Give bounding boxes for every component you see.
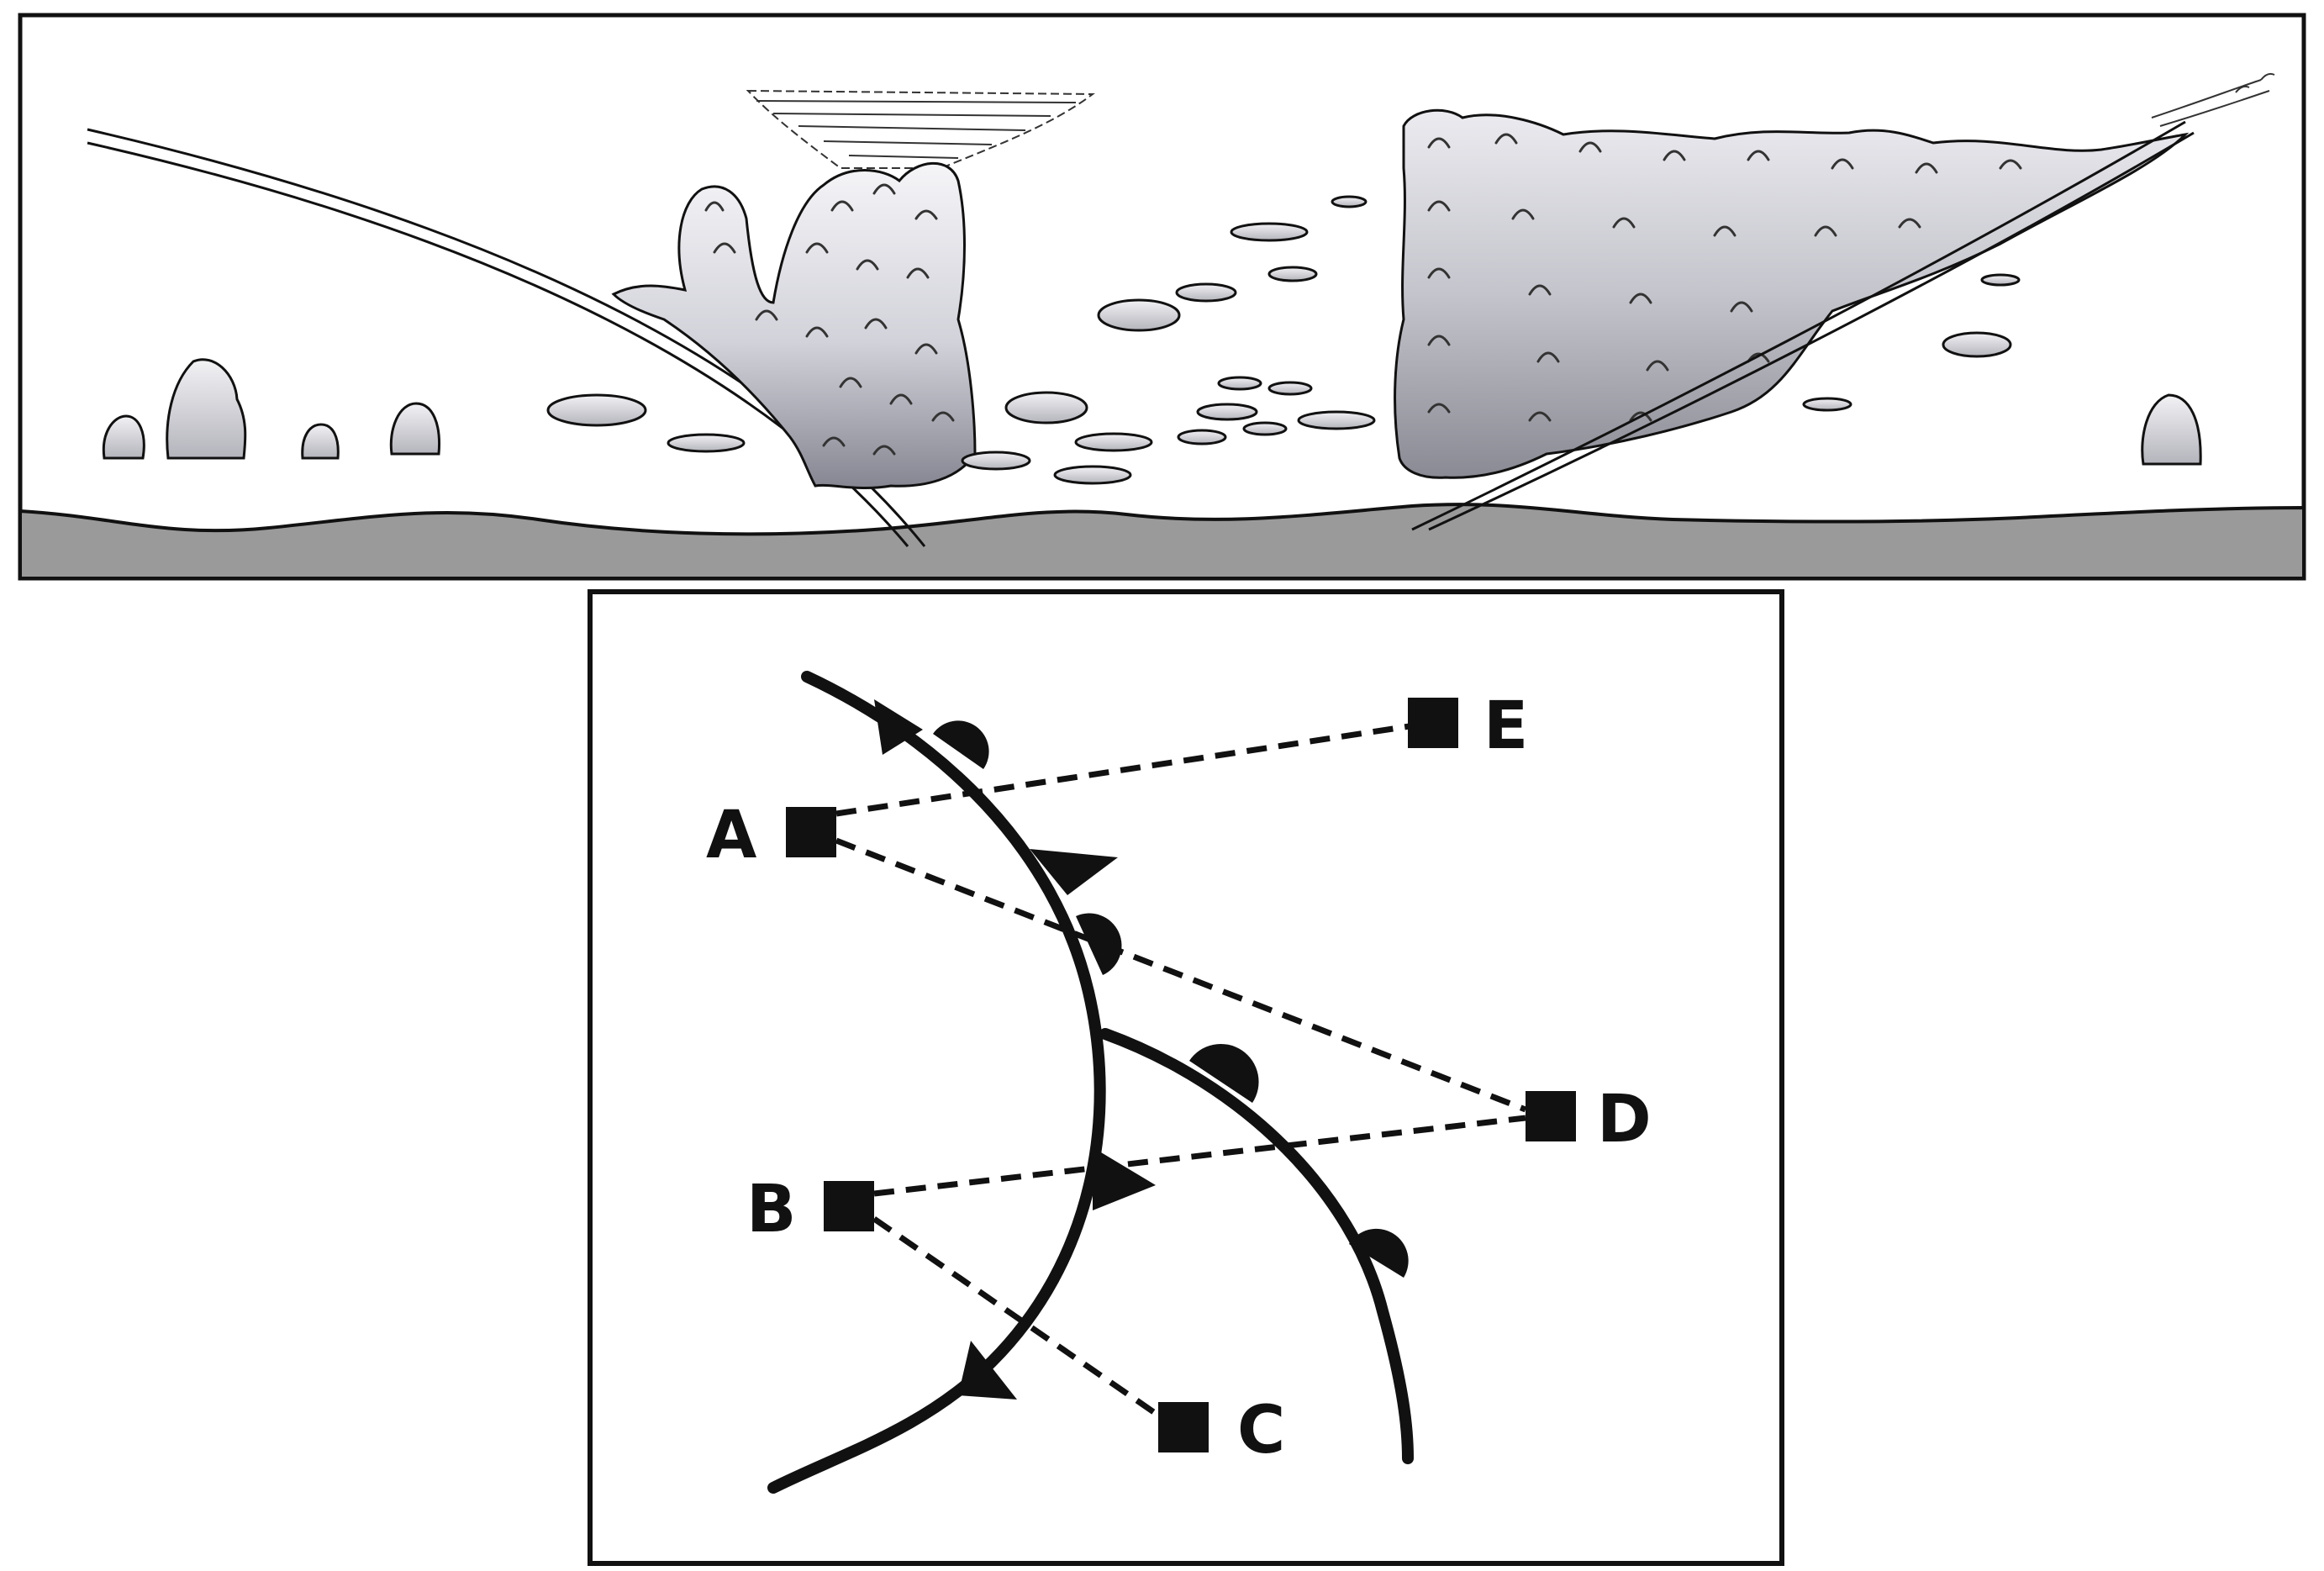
station-e-label: E [1483,688,1528,764]
station-E: E [1408,688,1528,764]
warm-front-semicircle [1076,913,1122,975]
cross-section-panel [18,13,2306,581]
station-d-marker [1526,1091,1576,1141]
path-a-d [835,837,1527,1113]
cold-front-triangle [874,699,923,755]
warm-front-semicircle [1349,1228,1409,1278]
station-a-label: A [706,798,756,873]
ground [20,503,2304,578]
warm-front-semicircle [1189,1043,1259,1103]
nimbostratus-body [1394,108,2190,479]
station-c-label: C [1237,1393,1285,1468]
station-d-label: D [1597,1082,1652,1157]
station-e-marker [1408,698,1458,748]
station-B: B [746,1172,874,1247]
cumulonimbus-cloud [611,89,1095,490]
cold-front-triangle [1093,1147,1156,1210]
nimbostratus-cloud [1394,108,2190,479]
cumulus-clouds [102,195,2202,485]
warm-front-slope [1411,120,2195,531]
station-D: D [1526,1082,1652,1157]
station-c-marker [1158,1402,1209,1452]
cold-front-triangle [958,1341,1017,1400]
path-b-c [872,1216,1162,1419]
cirrus-cloud [2151,72,2275,127]
front-symbols [874,699,1409,1400]
cumulonimbus-body [611,161,977,490]
station-A: A [706,798,836,873]
warm-front-semicircle [933,720,989,769]
station-paths [835,721,1527,1419]
station-b-marker [824,1181,874,1231]
path-b-d [873,1115,1526,1197]
station-a-marker [786,807,836,857]
warm-front-line [1099,1028,1414,1464]
cross-section-frame [18,13,2306,581]
surface-map-panel: A B C D E [588,589,1784,1566]
path-a-e [835,721,1421,817]
cold-front-triangle [1030,849,1118,895]
station-C: C [1158,1393,1285,1468]
occluded-front-line [767,671,1106,1494]
station-b-label: B [746,1172,796,1247]
